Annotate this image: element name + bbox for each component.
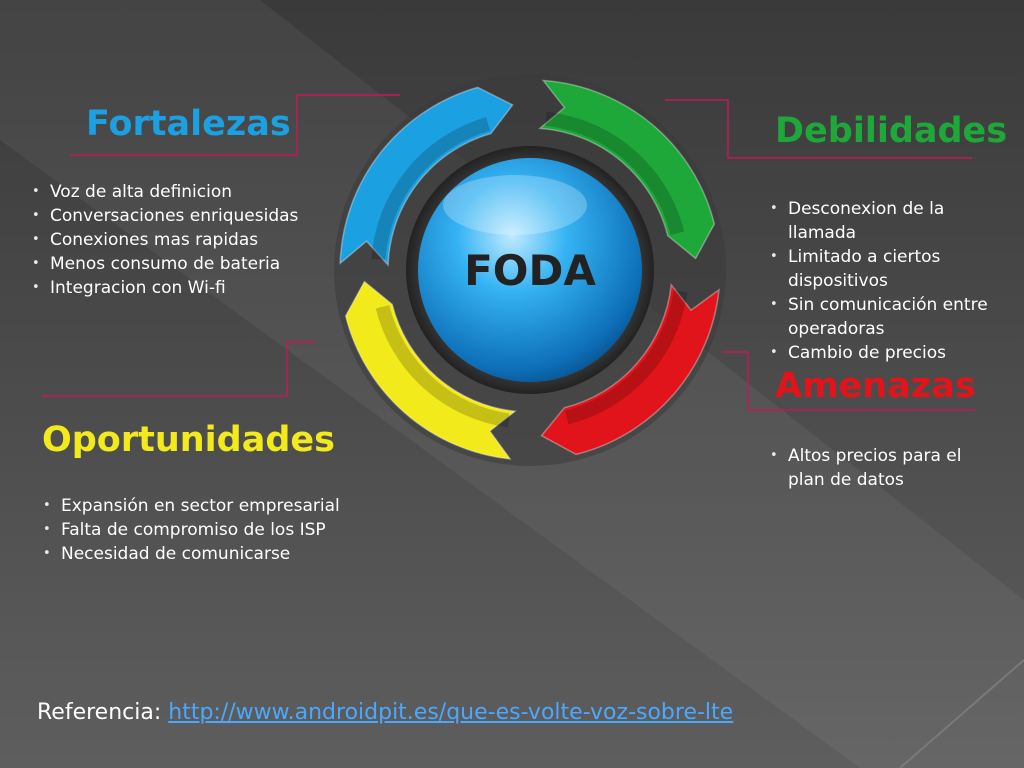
oportunidades-item: Expansión en sector empresarial bbox=[41, 494, 351, 518]
reference-label: Referencia: bbox=[37, 700, 162, 725]
fortalezas-item: Integracion con Wi-fi bbox=[30, 276, 300, 300]
arrow-oportunidades bbox=[344, 280, 518, 460]
arrow-debilidades bbox=[538, 79, 716, 260]
oportunidades-item: Falta de compromiso de los ISP bbox=[41, 518, 351, 542]
reference-link[interactable]: http://www.androidpit.es/que-es-volte-vo… bbox=[168, 700, 734, 725]
fortalezas-list: Voz de alta definicionConversaciones enr… bbox=[30, 180, 300, 300]
fortalezas-item: Conexiones mas rapidas bbox=[30, 228, 300, 252]
fortalezas-item: Voz de alta definicion bbox=[30, 180, 300, 204]
oportunidades-title: Oportunidades bbox=[42, 420, 335, 460]
debilidades-title: Debilidades bbox=[775, 111, 1008, 151]
oportunidades-item: Necesidad de comunicarse bbox=[41, 542, 351, 566]
debilidades-list: Desconexion de la llamadaLimitado a cier… bbox=[768, 197, 993, 365]
center-sphere bbox=[418, 158, 642, 382]
connector-oportunidades bbox=[42, 341, 316, 397]
oportunidades-list: Expansión en sector empresarialFalta de … bbox=[41, 494, 351, 566]
amenazas-list: Altos precios para el plan de datos bbox=[768, 444, 1003, 492]
arrow-debilidades-shade bbox=[545, 111, 685, 235]
sphere-highlight bbox=[443, 175, 587, 235]
debilidades-item: Desconexion de la llamada bbox=[768, 197, 993, 245]
connector-lines bbox=[42, 94, 975, 411]
fortalezas-item: Conversaciones enriquesidas bbox=[30, 204, 300, 228]
connector-amenazas bbox=[722, 351, 975, 411]
amenazas-item: Altos precios para el plan de datos bbox=[768, 444, 1003, 492]
fortalezas-title: Fortalezas bbox=[86, 104, 291, 144]
connector-debilidades bbox=[665, 99, 972, 159]
arrow-fortalezas-shade bbox=[371, 117, 491, 260]
debilidades-item: Limitado a ciertos dispositivos bbox=[768, 245, 993, 293]
debilidades-item: Cambio de precios bbox=[768, 341, 993, 365]
foda-cycle-diagram: FODA bbox=[334, 74, 726, 466]
center-label: FODA bbox=[464, 246, 596, 295]
reference-line: Referencia: http://www.androidpit.es/que… bbox=[37, 700, 733, 725]
fortalezas-item: Menos consumo de bateria bbox=[30, 252, 300, 276]
amenazas-title: Amenazas bbox=[775, 366, 976, 406]
arrow-oportunidades-shade bbox=[375, 305, 510, 428]
arrow-fortalezas bbox=[339, 86, 514, 267]
connector-fortalezas bbox=[70, 94, 400, 156]
corner-line bbox=[899, 659, 1024, 768]
debilidades-item: Sin comunicación entre operadoras bbox=[768, 293, 993, 341]
cycle-arrows bbox=[339, 79, 720, 460]
arrow-amenazas bbox=[540, 282, 720, 456]
arrow-amenazas-shade bbox=[565, 290, 688, 425]
